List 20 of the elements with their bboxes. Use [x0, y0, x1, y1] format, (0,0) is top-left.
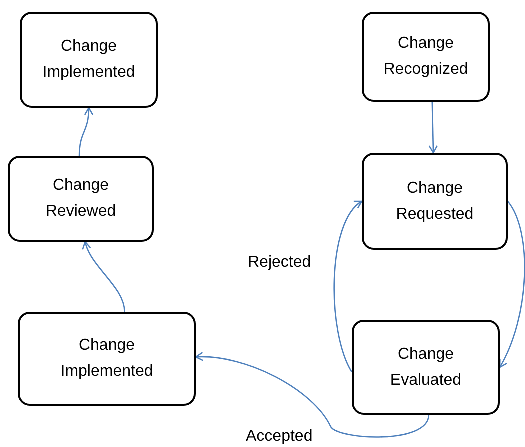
- state-box: [362, 153, 508, 250]
- edge-label: Rejected: [248, 254, 312, 272]
- state-label: Change Recognized: [382, 34, 470, 80]
- state-label: Change Reviewed: [44, 176, 118, 222]
- arrow: [499, 201, 525, 368]
- arrow: [334, 200, 363, 373]
- edge-label: Accepted: [246, 428, 313, 446]
- state-label: Change Evaluated: [389, 344, 463, 390]
- arrow: [195, 352, 430, 438]
- arrow: [82, 241, 126, 312]
- arrow: [428, 102, 438, 154]
- state-label: Change Implemented: [42, 37, 136, 83]
- state-box: [20, 12, 158, 108]
- state-box: [362, 12, 490, 102]
- state-box: [8, 156, 154, 242]
- arrow: [78, 107, 94, 156]
- state-box: [18, 312, 196, 406]
- state-label: Change Requested: [395, 178, 475, 224]
- state-label: Change Implemented: [60, 336, 154, 382]
- state-box: [352, 320, 500, 415]
